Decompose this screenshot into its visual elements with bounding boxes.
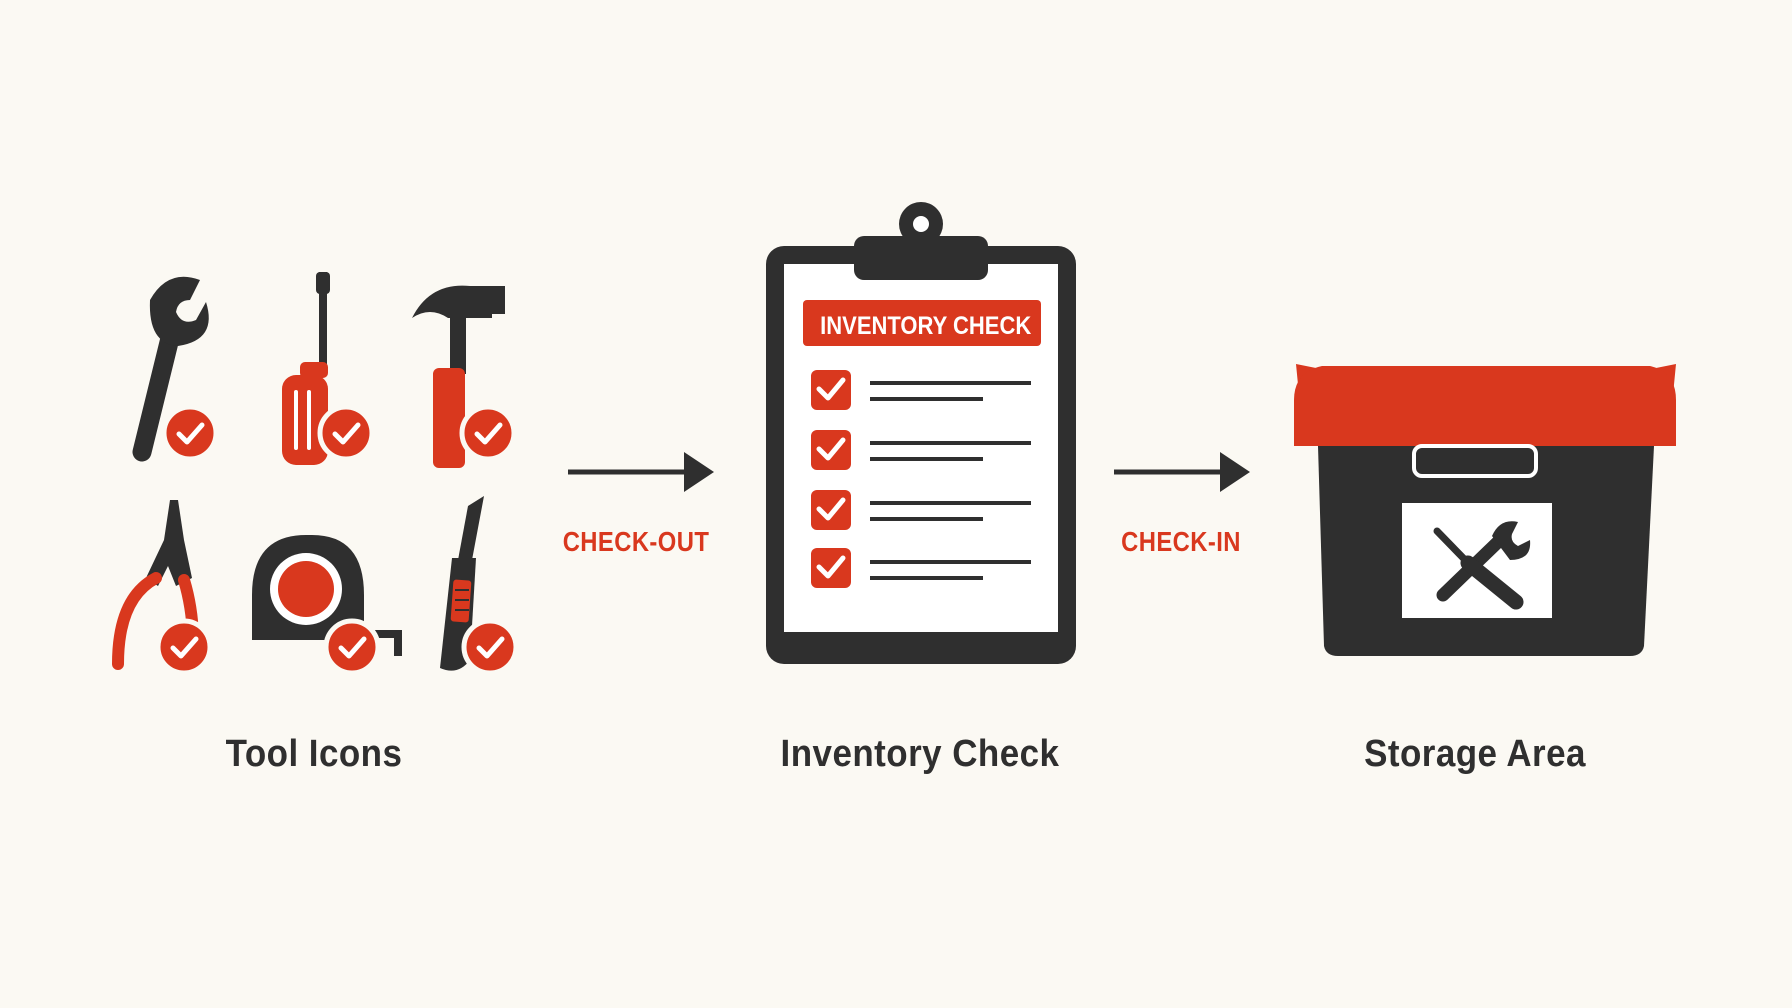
check-badge-icon [320,407,372,459]
check-out-label: CHECK-OUT [562,526,710,557]
inventory-caption: Inventory Check [780,733,1060,775]
screwdriver-icon [282,272,330,465]
storage-caption: Storage Area [1364,733,1586,775]
checklist-item [811,490,1031,530]
toolbox-icon [1294,364,1676,656]
inventory-banner-text: INVENTORY CHECK [820,312,1032,340]
check-out-arrow [568,452,714,492]
wrench-icon [132,276,209,462]
checklist-item [811,548,1031,588]
hammer-icon [412,285,505,468]
crossed-tools-icon [1433,521,1531,610]
check-badge-icon [158,621,210,673]
check-badge-icon [326,621,378,673]
check-in-arrow [1114,452,1250,492]
checklist [811,370,1031,588]
checklist-item [811,370,1031,410]
check-in-label: CHECK-IN [1121,526,1241,557]
check-badge-icon [464,621,516,673]
check-badge-icon [164,407,216,459]
inventory-banner [803,300,1041,346]
tools-caption: Tool Icons [225,733,403,775]
checklist-item [811,430,1031,470]
check-badge-icon [462,407,514,459]
